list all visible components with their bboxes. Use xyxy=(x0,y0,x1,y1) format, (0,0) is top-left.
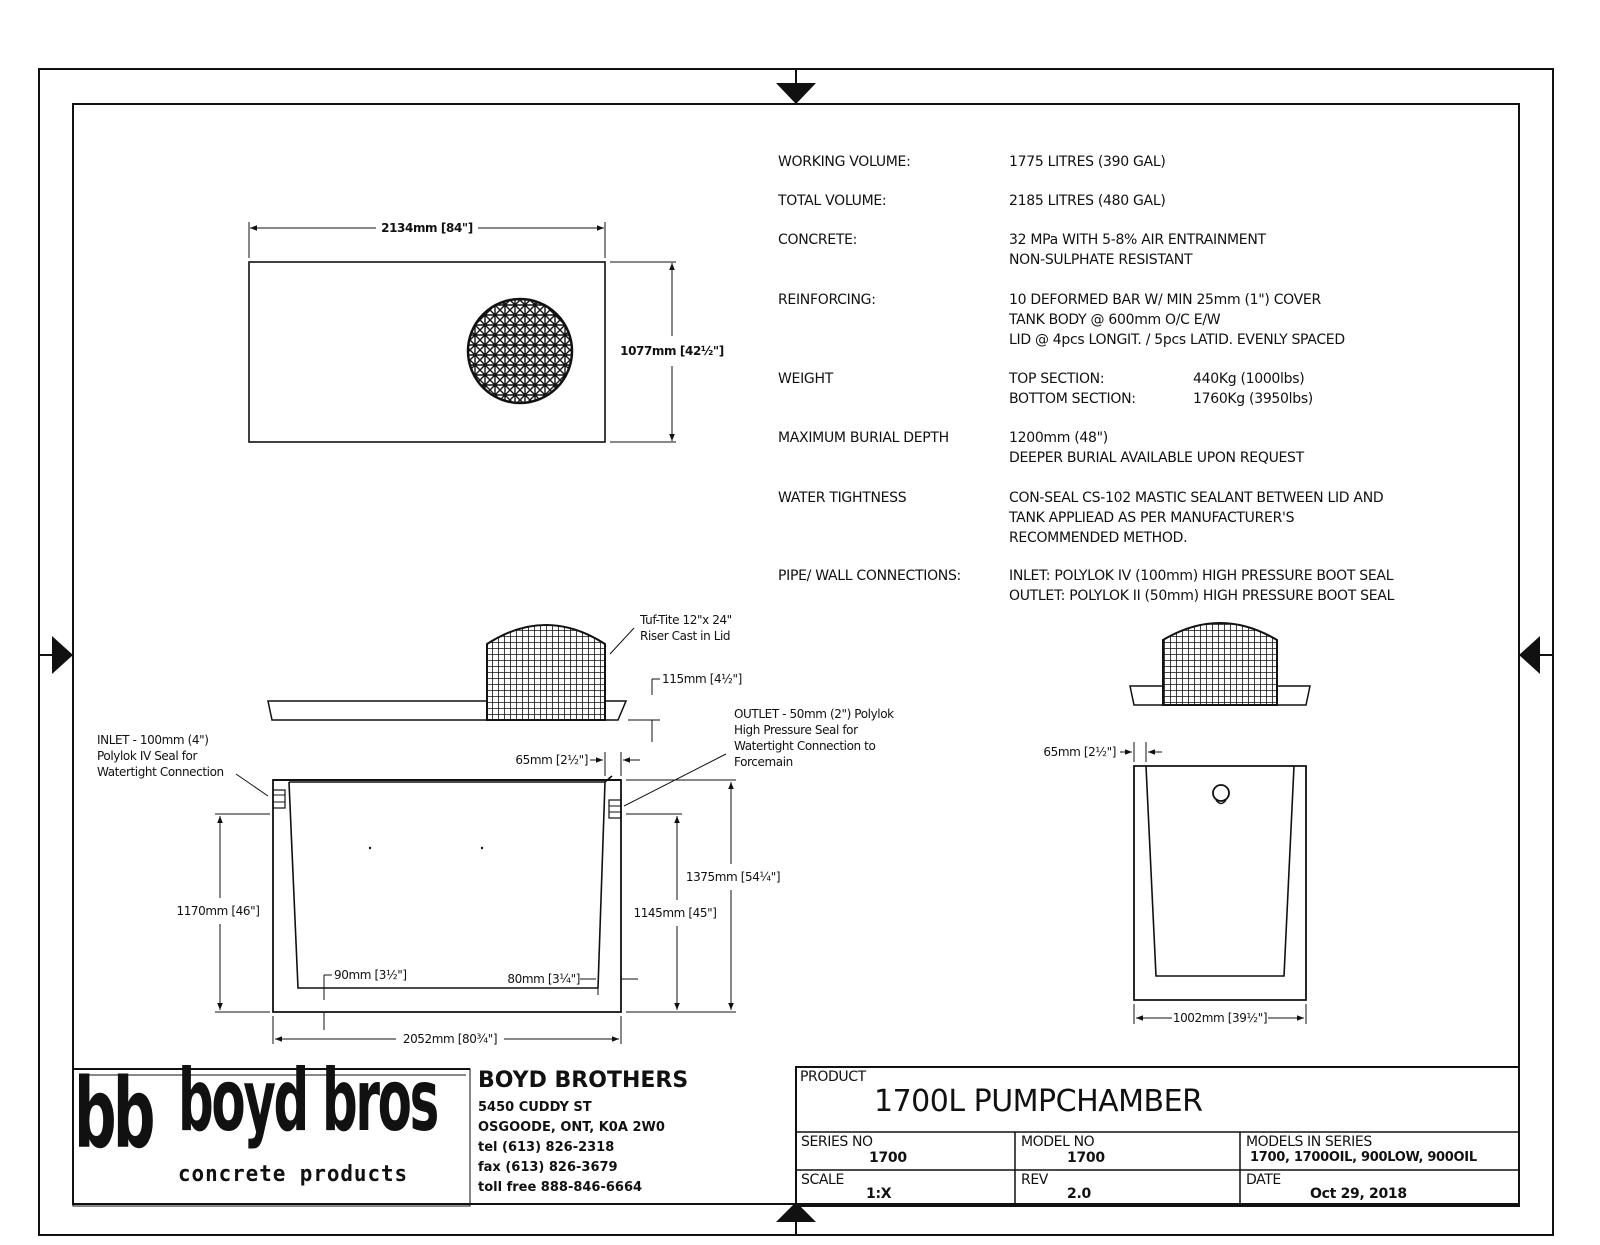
note-riser-line2: Riser Cast in Lid xyxy=(640,629,730,643)
spec-value-reinforcing-1: 10 DEFORMED BAR W/ MIN 25mm (1") COVER xyxy=(1009,292,1321,308)
rev-label: REV xyxy=(1021,1172,1048,1188)
note-outlet: OUTLET - 50mm (2") Polylok High Pressure… xyxy=(734,707,895,769)
note-outlet-line2: High Pressure Seal for xyxy=(734,723,858,737)
note-inlet-line2: Polylok IV Seal for xyxy=(97,749,197,763)
front-section-view: 115mm [4½"] 65mm [2½"] 1375mm [54¼"] 114… xyxy=(97,613,895,1046)
dim-bottom-length: 2052mm [80¾"] xyxy=(403,1032,497,1046)
spec-value-working-volume: 1775 LITRES (390 GAL) xyxy=(1009,154,1166,170)
dim-top-width: 1077mm [42½"] xyxy=(620,344,724,358)
side-section-view: 65mm [2½"] 1002mm [39½"] xyxy=(1043,622,1311,1025)
spec-label-reinforcing: REINFORCING: xyxy=(778,292,876,308)
note-riser: Tuf-Tite 12"x 24" Riser Cast in Lid xyxy=(639,613,732,643)
spec-value-burial-depth-1: 1200mm (48") xyxy=(1009,430,1108,446)
dim-wall-top: 65mm [2½"] xyxy=(515,753,588,767)
spec-label-pipe-connections: PIPE/ WALL CONNECTIONS: xyxy=(778,568,961,584)
product-title: 1700L PUMPCHAMBER xyxy=(874,1084,1203,1119)
spec-value-total-volume: 2185 LITRES (480 GAL) xyxy=(1009,193,1166,209)
models-in-series-label: MODELS IN SERIES xyxy=(1246,1134,1372,1150)
company-tel: tel (613) 826-2318 xyxy=(478,1140,615,1155)
spec-label-total-volume: TOTAL VOLUME: xyxy=(778,193,887,209)
model-value: 1700 xyxy=(1067,1150,1105,1166)
scale-value: 1:X xyxy=(866,1186,892,1202)
spec-value-water-tightness-2: TANK APPLIEAD AS PER MANUFACTURER'S xyxy=(1009,510,1295,526)
date-label: DATE xyxy=(1246,1172,1281,1188)
outlet-pipe-symbol xyxy=(1212,784,1230,802)
lid-grate-top xyxy=(466,297,574,405)
dim-floor-right: 80mm [3¼"] xyxy=(507,972,580,986)
logo-mark: bb xyxy=(74,1058,156,1170)
dim-height-total: 1375mm [54¼"] xyxy=(686,870,780,884)
title-block-frame xyxy=(72,1066,1520,1207)
dim-height-left: 1170mm [46"] xyxy=(176,904,259,918)
spec-label-water-tightness: WATER TIGHTNESS xyxy=(778,490,907,506)
company-address1: 5450 CUDDY ST xyxy=(478,1100,592,1115)
model-label: MODEL NO xyxy=(1021,1134,1095,1150)
centering-marks xyxy=(39,69,1553,1235)
note-riser-line1: Tuf-Tite 12"x 24" xyxy=(639,613,732,627)
dim-top-length: 2134mm [84"] xyxy=(381,221,473,235)
spec-value-burial-depth-2: DEEPER BURIAL AVAILABLE UPON REQUEST xyxy=(1009,450,1304,466)
product-label: PRODUCT xyxy=(800,1069,866,1085)
logo-name: boyd bros xyxy=(178,1051,439,1151)
riser-front xyxy=(486,624,606,721)
spec-label-concrete: CONCRETE: xyxy=(778,232,858,248)
note-inlet: INLET - 100mm (4") Polylok IV Seal for W… xyxy=(97,733,224,779)
date-value: Oct 29, 2018 xyxy=(1310,1186,1407,1202)
company-name: BOYD BROTHERS xyxy=(478,1068,689,1093)
spec-label-working-volume: WORKING VOLUME: xyxy=(778,154,911,170)
company-tollfree: toll free 888-846-6664 xyxy=(478,1180,643,1195)
spec-value-pipe-connections-2: OUTLET: POLYLOK II (50mm) HIGH PRESSURE … xyxy=(1009,588,1395,604)
note-outlet-line3: Watertight Connection to xyxy=(734,739,875,753)
spec-weight-bottom-label: BOTTOM SECTION: xyxy=(1009,391,1136,407)
spec-value-water-tightness-1: CON-SEAL CS-102 MASTIC SEALANT BETWEEN L… xyxy=(1009,490,1384,506)
spec-value-pipe-connections-1: INLET: POLYLOK IV (100mm) HIGH PRESSURE … xyxy=(1009,568,1394,584)
dim-side-wall: 65mm [2½"] xyxy=(1043,745,1116,759)
spec-label-burial-depth: MAXIMUM BURIAL DEPTH xyxy=(778,430,949,446)
rev-value: 2.0 xyxy=(1067,1186,1091,1202)
note-inlet-line3: Watertight Connection xyxy=(97,765,224,779)
note-outlet-line4: Forcemain xyxy=(734,755,793,769)
series-value: 1700 xyxy=(869,1150,907,1166)
dim-height-right: 1145mm [45"] xyxy=(633,906,716,920)
dim-lid-riser: 115mm [4½"] xyxy=(662,672,742,686)
spec-weight-bottom-value: 1760Kg (3950lbs) xyxy=(1193,391,1313,407)
logo-tagline: concrete products xyxy=(178,1162,409,1187)
riser-side xyxy=(1162,622,1278,706)
spec-weight-top-value: 440Kg (1000lbs) xyxy=(1193,371,1305,387)
note-outlet-line1: OUTLET - 50mm (2") Polylok xyxy=(734,707,894,721)
dim-side-width: 1002mm [39½"] xyxy=(1173,1011,1267,1025)
spec-value-concrete-1: 32 MPa WITH 5-8% AIR ENTRAINMENT xyxy=(1009,232,1266,248)
note-inlet-line1: INLET - 100mm (4") xyxy=(97,733,209,747)
company-address2: OSGOODE, ONT, K0A 2W0 xyxy=(478,1120,665,1135)
spec-weight-top-label: TOP SECTION: xyxy=(1009,371,1105,387)
series-label: SERIES NO xyxy=(801,1134,873,1150)
spec-label-weight: WEIGHT xyxy=(778,371,833,387)
models-in-series-value: 1700, 1700OIL, 900LOW, 900OIL xyxy=(1250,1150,1477,1165)
dim-floor-left: 90mm [3½"] xyxy=(334,968,407,982)
spec-value-water-tightness-3: RECOMMENDED METHOD. xyxy=(1009,530,1188,546)
top-view: 2134mm [84"] 1077mm [42½"] xyxy=(248,221,724,443)
scale-label: SCALE xyxy=(801,1172,844,1188)
spec-value-reinforcing-2: TANK BODY @ 600mm O/C E/W xyxy=(1009,312,1221,328)
spec-value-reinforcing-3: LID @ 4pcs LONGIT. / 5pcs LATID. EVENLY … xyxy=(1009,332,1345,348)
company-fax: fax (613) 826-3679 xyxy=(478,1160,618,1175)
spec-value-concrete-2: NON-SULPHATE RESISTANT xyxy=(1009,252,1193,268)
